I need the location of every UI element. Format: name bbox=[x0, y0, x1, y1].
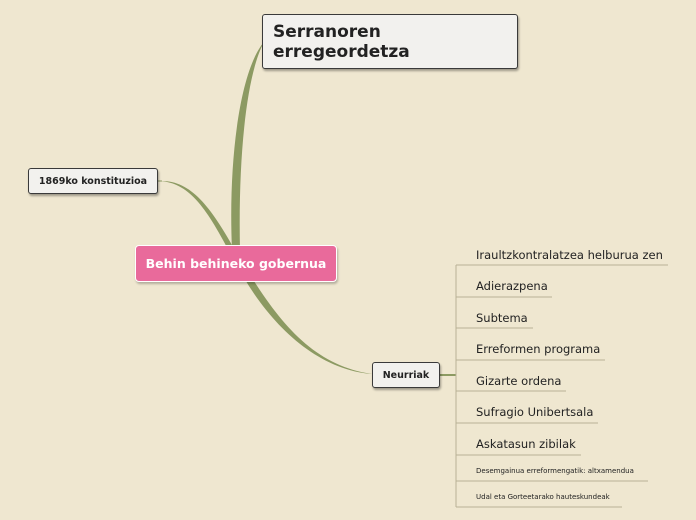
subtopic-erreformen-programa[interactable]: Erreformen programa bbox=[476, 342, 601, 356]
subtopic-sufragio-unibertsala[interactable]: Sufragio Unibertsala bbox=[476, 405, 594, 419]
subtopic-iraultzkontralatzea[interactable]: Iraultzkontralatzea helburua zen bbox=[476, 248, 663, 262]
subtopic-subtema[interactable]: Subtema bbox=[476, 311, 528, 325]
topic-label: Serranoren erregeordetza bbox=[273, 21, 410, 62]
topic-1869ko-konstituzioa[interactable]: 1869ko konstituzioa bbox=[28, 168, 158, 194]
subtopic-gizarte-ordena[interactable]: Gizarte ordena bbox=[476, 374, 562, 388]
topic-serranoren-erregeordetza[interactable]: Serranoren erregeordetza bbox=[262, 14, 518, 69]
branch-to-konstituzioa bbox=[160, 180, 236, 253]
central-topic-label: Behin behineko gobernua bbox=[145, 256, 327, 271]
central-topic[interactable]: Behin behineko gobernua bbox=[135, 245, 337, 282]
topic-label: Neurriak bbox=[382, 369, 430, 381]
branch-to-neurriak bbox=[244, 278, 372, 374]
branch-to-title bbox=[231, 42, 264, 250]
subtopic-adierazpena[interactable]: Adierazpena bbox=[476, 279, 548, 293]
topic-neurriak[interactable]: Neurriak bbox=[372, 362, 440, 388]
subtopic-askatasun-zibilak[interactable]: Askatasun zibilak bbox=[476, 437, 576, 451]
leaf-underlines bbox=[456, 264, 668, 508]
subtopic-desemgainua[interactable]: Desemgainua erreformengatik: altxamendua bbox=[476, 467, 634, 475]
subtopic-udal-eta-gorteetarako[interactable]: Udal eta Gorteetarako hauteskundeak bbox=[476, 493, 610, 501]
topic-label: 1869ko konstituzioa bbox=[38, 175, 148, 187]
